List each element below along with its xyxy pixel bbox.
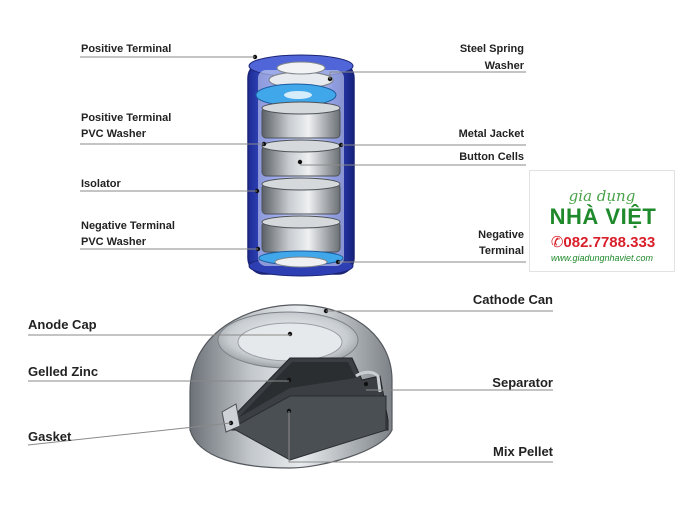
label-gelled-zinc: Gelled Zinc bbox=[28, 364, 99, 379]
label-button-cells: Button Cells bbox=[459, 151, 524, 163]
label-negative-terminal-1: Negative bbox=[478, 229, 524, 241]
positive-terminal-cap bbox=[276, 61, 326, 75]
label-negative-terminal-pvc-washer-2: PVC Washer bbox=[81, 236, 147, 248]
label-steel-spring-washer-2: Washer bbox=[484, 60, 524, 72]
label-negative-terminal-pvc-washer-1: Negative Terminal bbox=[81, 220, 175, 232]
label-negative-terminal-2: Terminal bbox=[478, 245, 524, 257]
phone-icon: ✆ bbox=[550, 234, 564, 251]
label-positive-terminal-pvc-washer-2: PVC Washer bbox=[81, 128, 147, 140]
logo-url: www.giadungnhaviet.com bbox=[550, 253, 654, 263]
label-mix-pellet: Mix Pellet bbox=[493, 444, 553, 459]
logo-tagline: gia dụng bbox=[568, 187, 636, 205]
battery-stack bbox=[80, 54, 526, 277]
button-cell-3-top bbox=[261, 177, 341, 191]
negative-terminal-plate bbox=[274, 256, 328, 268]
logo-brand: NHÀ VIỆT bbox=[549, 204, 657, 229]
separator bbox=[355, 370, 382, 393]
gelled-zinc bbox=[238, 362, 356, 418]
label-anode-cap: Anode Cap bbox=[28, 317, 97, 332]
watermark-logo: gia dụng NHÀ VIỆT ✆082.7788.333 www.giad… bbox=[529, 170, 675, 272]
anode-cap-inner bbox=[237, 322, 343, 362]
label-metal-jacket: Metal Jacket bbox=[458, 128, 524, 140]
logo-phone: ✆082.7788.333 bbox=[540, 233, 666, 251]
mix-pellet bbox=[230, 395, 387, 461]
label-cathode-can: Cathode Can bbox=[472, 292, 553, 307]
logo-phone-number: 082.7788.333 bbox=[563, 234, 656, 251]
label-isolator: Isolator bbox=[81, 178, 121, 190]
label-separator: Separator bbox=[492, 375, 553, 390]
button-cell-4-top bbox=[261, 215, 341, 229]
button-cell-1-top bbox=[261, 101, 341, 115]
label-positive-terminal-pvc-washer-1: Positive Terminal bbox=[81, 112, 172, 124]
gasket bbox=[221, 403, 241, 433]
label-steel-spring-washer-1: Steel Spring bbox=[459, 43, 524, 55]
button-cell-cross-section bbox=[27, 304, 553, 469]
positive-pvc-washer-hole bbox=[284, 91, 312, 99]
button-cell-2-top bbox=[261, 139, 341, 153]
label-positive-terminal: Positive Terminal bbox=[81, 43, 172, 55]
label-gasket: Gasket bbox=[28, 429, 72, 444]
